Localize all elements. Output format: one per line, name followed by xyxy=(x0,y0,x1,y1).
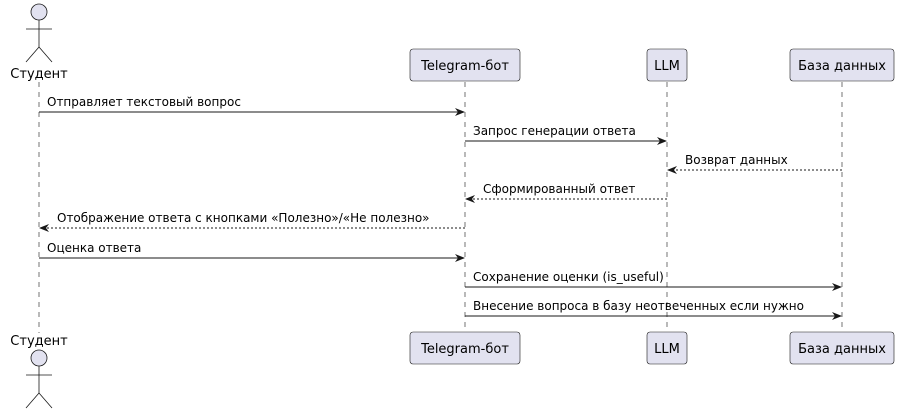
message-label: Сформированный ответ xyxy=(483,182,635,196)
participant-label-db-bottom: База данных xyxy=(798,342,886,357)
participant-bot-bottom: Telegram-бот xyxy=(409,331,521,365)
message-label: Внесение вопроса в базу неотвеченных есл… xyxy=(473,299,804,313)
message-7: Сохранение оценки (is_useful) xyxy=(465,270,842,291)
message-1: Отправляет текстовый вопрос xyxy=(39,95,465,116)
participant-label-bot-top: Telegram-бот xyxy=(420,59,509,74)
participant-label-student-bottom: Студент xyxy=(10,334,68,349)
actor-icon xyxy=(25,349,53,409)
participant-llm-bottom: LLM xyxy=(646,331,688,365)
participant-box xyxy=(789,331,895,365)
message-label: Сохранение оценки (is_useful) xyxy=(473,270,664,284)
participant-label-db-top: База данных xyxy=(798,59,886,74)
message-5: Отображение ответа с кнопками «Полезно»/… xyxy=(39,211,465,232)
message-8: Внесение вопроса в базу неотвеченных есл… xyxy=(465,299,842,320)
participant-box xyxy=(646,48,688,82)
participant-db-top: База данных xyxy=(789,48,895,82)
message-label: Возврат данных xyxy=(685,153,788,167)
participant-llm-top: LLM xyxy=(646,48,688,82)
participant-label-llm-bottom: LLM xyxy=(654,342,680,357)
message-2: Запрос генерации ответа xyxy=(465,124,667,145)
participant-label-student-top: Студент xyxy=(10,67,68,82)
participant-student-bottom: Студент xyxy=(10,334,68,409)
participant-label-llm-top: LLM xyxy=(654,59,680,74)
participant-box xyxy=(789,48,895,82)
participant-db-bottom: База данных xyxy=(789,331,895,365)
participant-label-bot-bottom: Telegram-бот xyxy=(420,342,509,357)
actor-icon xyxy=(25,3,53,63)
participant-box xyxy=(409,331,521,365)
participant-box xyxy=(646,331,688,365)
participant-bot-top: Telegram-бот xyxy=(409,48,521,82)
message-label: Запрос генерации ответа xyxy=(473,124,636,138)
message-label: Отправляет текстовый вопрос xyxy=(47,95,241,109)
message-3: Возврат данных xyxy=(667,153,842,174)
message-label: Отображение ответа с кнопками «Полезно»/… xyxy=(57,211,430,225)
participant-student-top: Студент xyxy=(10,3,68,82)
participant-box xyxy=(409,48,521,82)
message-4: Сформированный ответ xyxy=(465,182,667,203)
message-6: Оценка ответа xyxy=(39,241,465,262)
message-label: Оценка ответа xyxy=(47,241,141,255)
